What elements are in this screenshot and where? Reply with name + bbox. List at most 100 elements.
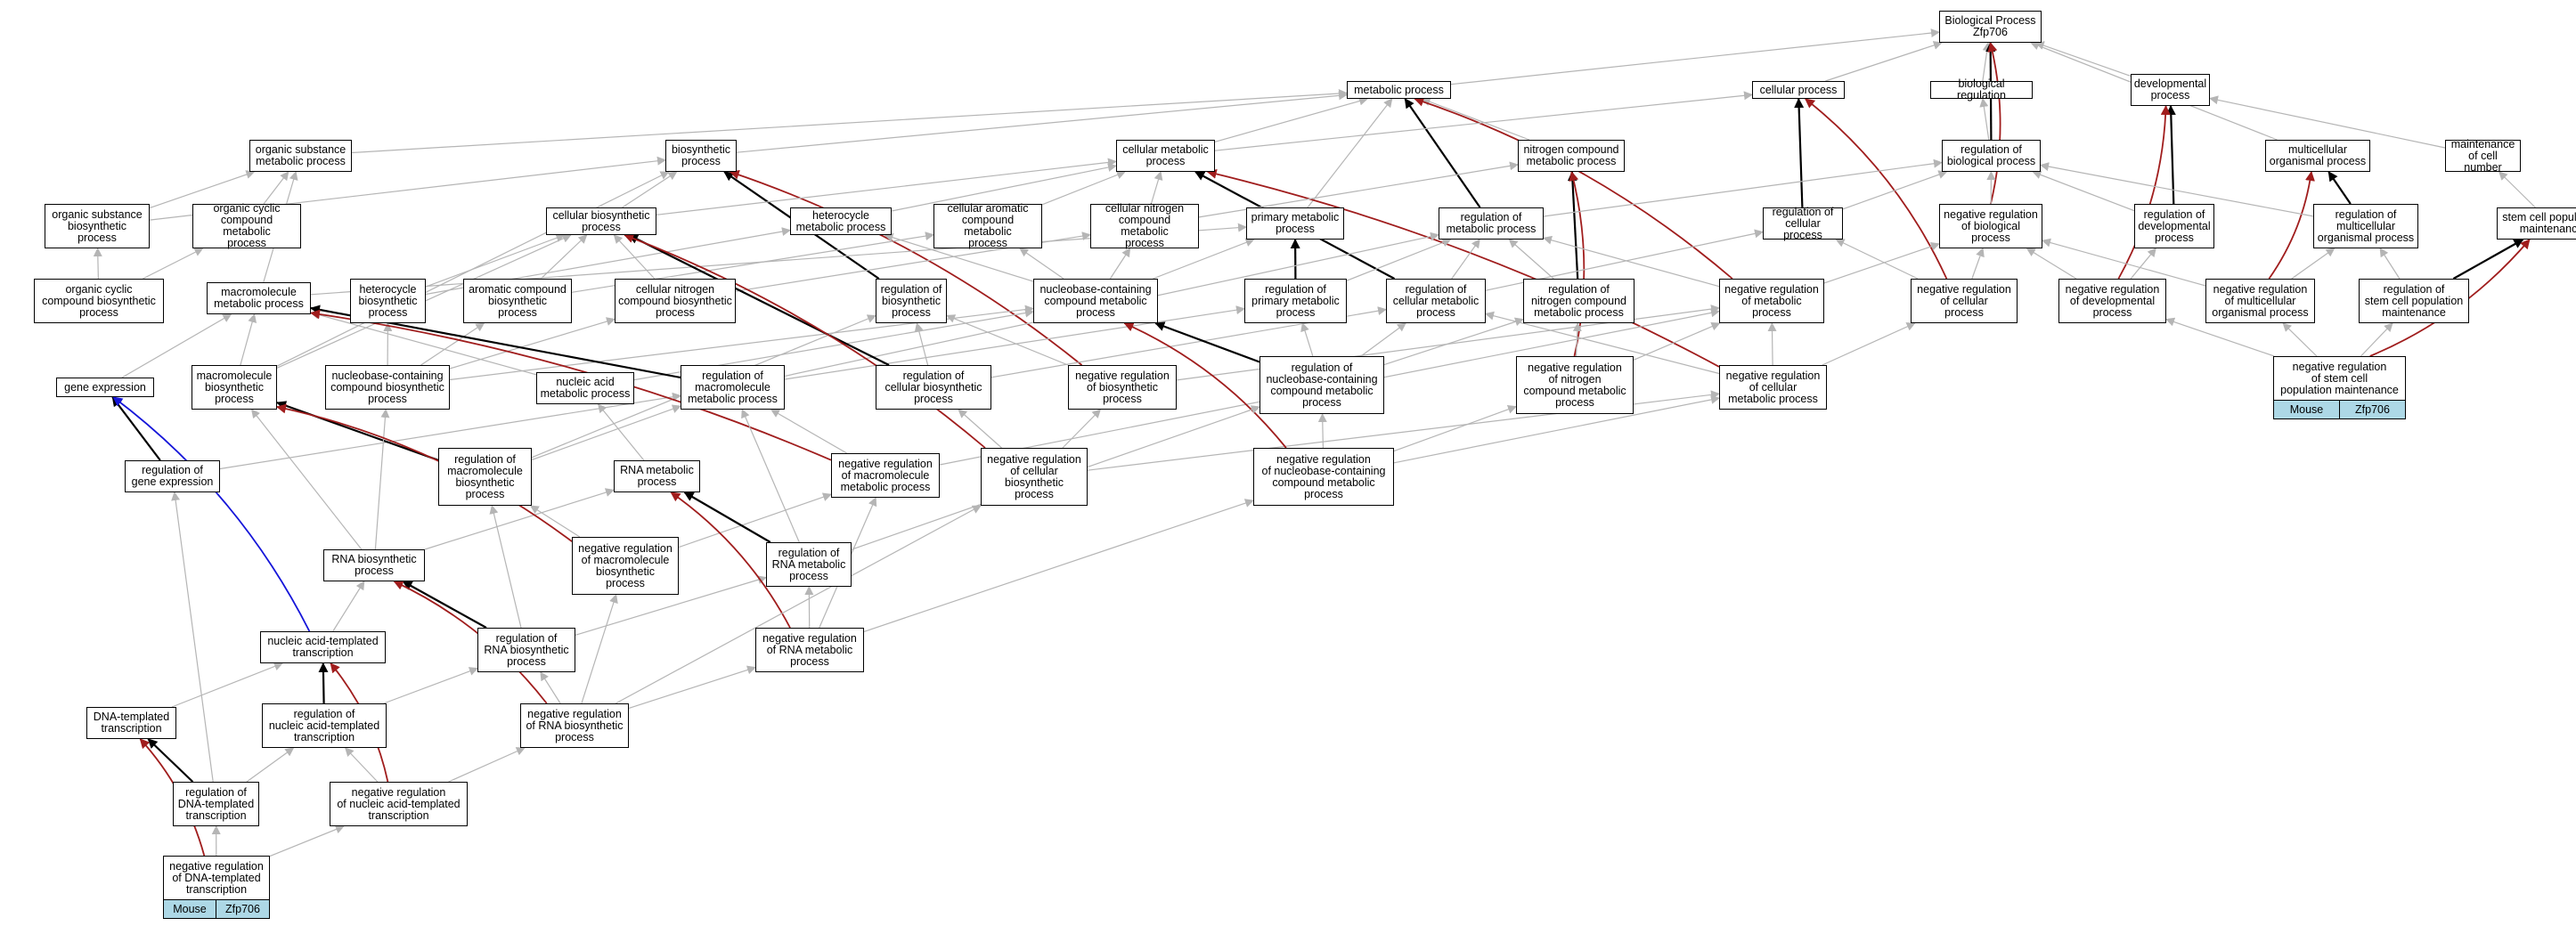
node-dtt[interactable]: DNA-templated transcription xyxy=(86,707,176,739)
edge-regdev-to-devp xyxy=(2165,105,2176,205)
node-nrmmp[interactable]: negative regulation of macromolecule met… xyxy=(831,453,940,498)
node-mbp[interactable]: macromolecule biosynthetic process xyxy=(192,365,277,410)
node-occbp[interactable]: organic cyclic compound biosynthetic pro… xyxy=(34,279,164,323)
edge-nrrbp-to-nrmbp xyxy=(581,594,618,704)
node-pmp[interactable]: primary metabolic process xyxy=(1246,207,1344,240)
node-nrscp[interactable]: negative regulation of stem cell populat… xyxy=(2273,356,2406,401)
node-regpmp[interactable]: regulation of primary metabolic process xyxy=(1244,279,1347,323)
node-nrcp[interactable]: negative regulation of cellular process xyxy=(1911,279,2018,323)
node-regcbp[interactable]: regulation of cellular biosynthetic proc… xyxy=(876,365,991,410)
edge-nrncmp-to-ncmp xyxy=(1569,171,1586,357)
node-nrrbp[interactable]: negative regulation of RNA biosynthetic … xyxy=(520,703,629,748)
edge-regrbp-to-rbp xyxy=(402,581,487,629)
node-nrnccmp[interactable]: negative regulation of nucleobase-contai… xyxy=(1253,448,1394,506)
node-regcmp[interactable]: regulation of cellular metabolic process xyxy=(1386,279,1486,323)
node-ncmp[interactable]: nitrogen compound metabolic process xyxy=(1518,140,1625,172)
edge-nrscp-to-nrdev xyxy=(2165,317,2275,357)
edge-nrcbp-to-nrbio xyxy=(1062,409,1102,449)
node-nrbp[interactable]: negative regulation of biological proces… xyxy=(1939,204,2042,248)
node-nrbio[interactable]: negative regulation of biosynthetic proc… xyxy=(1068,365,1177,410)
node-nrdev[interactable]: negative regulation of developmental pro… xyxy=(2058,279,2166,323)
edge-metab-to-bp xyxy=(1450,28,1940,85)
node-mmp[interactable]: macromolecule metabolic process xyxy=(207,282,311,314)
node-nat[interactable]: nucleic acid-templated transcription xyxy=(260,631,386,663)
edge-cellp-to-bp xyxy=(1825,41,1943,82)
node-cncmp[interactable]: cellular nitrogen compound metabolic pro… xyxy=(1090,203,1199,249)
edge-nrcp-to-nrbp xyxy=(1971,248,1985,280)
node-namp[interactable]: nucleic acid metabolic process xyxy=(536,372,634,404)
node-cbp[interactable]: cellular biosynthetic process xyxy=(546,207,656,235)
node-ge[interactable]: gene expression xyxy=(56,378,154,397)
node-cacmp[interactable]: cellular aromatic compound metabolic pro… xyxy=(933,203,1042,249)
node-nccmp[interactable]: nucleobase-containing compound metabolic… xyxy=(1033,279,1158,323)
edge-cellmet-to-metab xyxy=(1214,96,1369,142)
node-cellp[interactable]: cellular process xyxy=(1752,81,1845,99)
node-regbp[interactable]: regulation of biological process xyxy=(1942,140,2041,172)
node-nrcbp[interactable]: negative regulation of cellular biosynth… xyxy=(981,448,1088,506)
node-regmp[interactable]: regulation of metabolic process xyxy=(1439,207,1544,240)
node-regmop[interactable]: regulation of multicellular organismal p… xyxy=(2313,204,2418,248)
node-nccbp[interactable]: nucleobase-containing compound biosynthe… xyxy=(325,365,450,410)
edge-cellmet-to-cellp xyxy=(1214,91,1753,151)
node-occmp[interactable]: organic cyclic compound metabolic proces… xyxy=(192,203,301,249)
node-regbio[interactable]: regulation of biosynthetic process xyxy=(876,279,947,323)
node-regnccmp[interactable]: regulation of nucleobase-containing comp… xyxy=(1259,356,1384,414)
edge-nrbp-to-bp xyxy=(1987,42,2001,205)
edge-regpmp-to-regmp xyxy=(1346,238,1452,281)
node-nrrmp[interactable]: negative regulation of RNA metabolic pro… xyxy=(755,628,864,672)
node-regdtt[interactable]: regulation of DNA-templated transcriptio… xyxy=(173,782,259,826)
node-cellmet[interactable]: cellular metabolic process xyxy=(1116,140,1215,172)
node-nrmop[interactable]: negative regulation of multicellular org… xyxy=(2205,279,2315,323)
node-mop[interactable]: multicellular organismal process xyxy=(2265,140,2370,172)
edge-nccmp-to-cacmp xyxy=(1019,248,1064,280)
node-hmp[interactable]: heterocycle metabolic process xyxy=(790,207,892,235)
node-metab[interactable]: metabolic process xyxy=(1347,81,1451,99)
node-regdev[interactable]: regulation of developmental process xyxy=(2134,204,2214,248)
node-regge[interactable]: regulation of gene expression xyxy=(125,460,220,492)
edge-nrscp-to-nrmop xyxy=(2282,322,2318,357)
node-maint[interactable]: maintenance of cell number xyxy=(2445,138,2521,173)
edge-regge-to-ge xyxy=(111,396,161,461)
node-nrdtt[interactable]: negative regulation of DNA-templated tra… xyxy=(163,856,270,900)
edge-nrnccmp-to-nccmp xyxy=(1123,322,1287,449)
organism-tag-nrscp: Mouse xyxy=(2273,400,2340,419)
node-nrnat[interactable]: negative regulation of nucleic acid-temp… xyxy=(330,782,468,826)
node-regnat[interactable]: regulation of nucleic acid-templated tra… xyxy=(262,703,387,748)
edge-nrrbp-to-regrbp xyxy=(540,671,561,704)
node-regcp[interactable]: regulation of cellular process xyxy=(1763,206,1843,240)
node-hbp[interactable]: heterocycle biosynthetic process xyxy=(350,279,426,323)
edge-regmmp-to-regpmp xyxy=(784,305,1245,380)
node-scpm[interactable]: stem cell population maintenance xyxy=(2497,207,2576,240)
node-bp[interactable]: Biological Process Zfp706 xyxy=(1939,11,2042,43)
node-regmmp[interactable]: regulation of macromolecule metabolic pr… xyxy=(681,365,785,410)
node-rbp[interactable]: RNA biosynthetic process xyxy=(323,549,425,581)
node-bioreg[interactable]: biological regulation xyxy=(1930,78,2033,102)
edge-acbp-to-cbp xyxy=(540,234,588,280)
node-devp[interactable]: developmental process xyxy=(2131,74,2210,106)
edge-nrmop-to-regmop xyxy=(2291,248,2336,280)
node-osbp[interactable]: organic substance biosynthetic process xyxy=(45,204,150,248)
node-regrmp[interactable]: regulation of RNA metabolic process xyxy=(766,542,852,587)
node-regscp[interactable]: regulation of stem cell population maint… xyxy=(2359,279,2469,323)
node-nrcmp[interactable]: negative regulation of cellular metaboli… xyxy=(1719,365,1827,410)
edge-cbp-to-biosyn xyxy=(622,171,678,208)
node-nrmbp[interactable]: negative regulation of macromolecule bio… xyxy=(572,537,679,595)
edge-nrdev-to-nrbp xyxy=(2026,248,2077,280)
edge-regrbp-to-regrmp xyxy=(575,575,767,636)
edge-nccbp-to-cncbp xyxy=(449,317,615,370)
node-regmbp[interactable]: regulation of macromolecule biosynthetic… xyxy=(438,448,532,506)
edge-regncmp-to-ncmp xyxy=(1567,171,1579,280)
edge-dtt-to-nat xyxy=(171,662,283,708)
node-regrbp[interactable]: regulation of RNA biosynthetic process xyxy=(477,628,575,672)
edge-regnccmp-to-nccmp xyxy=(1154,321,1260,363)
edge-nrmop-to-mop xyxy=(2268,171,2315,280)
node-cncbp[interactable]: cellular nitrogen compound biosynthetic … xyxy=(615,279,736,323)
edge-regdtt-to-dtt xyxy=(147,738,194,783)
node-nrmp[interactable]: negative regulation of metabolic process xyxy=(1719,279,1824,323)
node-nrncmp[interactable]: negative regulation of nitrogen compound… xyxy=(1516,356,1634,414)
node-biosyn[interactable]: biosynthetic process xyxy=(665,140,737,172)
node-osmp[interactable]: organic substance metabolic process xyxy=(249,140,352,172)
node-acbp[interactable]: aromatic compound biosynthetic process xyxy=(463,279,572,323)
node-rmp[interactable]: RNA metabolic process xyxy=(614,460,700,492)
node-regncmp[interactable]: regulation of nitrogen compound metaboli… xyxy=(1523,279,1634,323)
